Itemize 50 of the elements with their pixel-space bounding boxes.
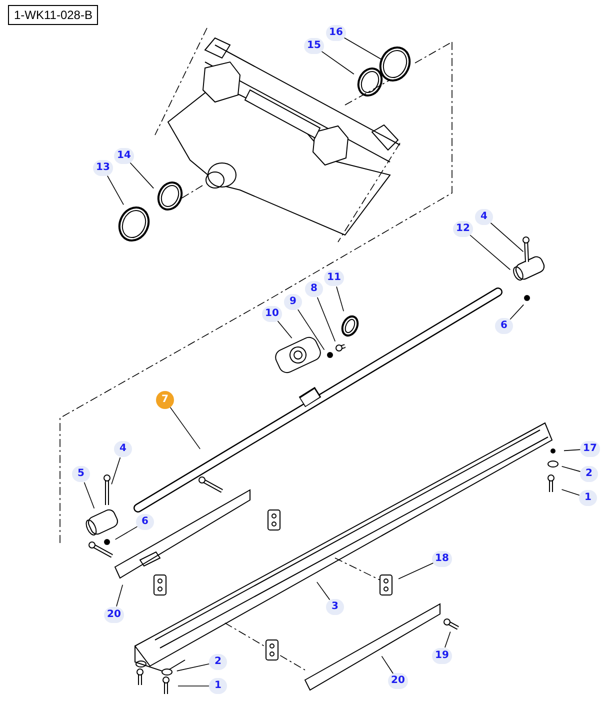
leader-line [170,406,200,450]
leader-line [116,584,124,607]
callout-number: 3 [326,599,344,615]
callout-number: 8 [305,281,323,297]
leader-line [381,656,394,674]
callout-number: 11 [324,270,344,286]
callout-number: 20 [388,673,408,689]
callout-number: 19 [432,648,452,664]
callout-number: 4 [475,209,493,225]
callout-number: 2 [209,654,227,670]
callout-number: 2 [580,466,598,482]
callout-number: 5 [72,466,90,482]
leader-line [176,664,210,672]
callout-number: 15 [304,38,324,54]
callout-number: 20 [104,607,124,623]
callout-number: 14 [114,148,134,164]
callout-number: 13 [93,160,113,176]
leader-line [130,162,154,189]
leader-line [111,457,121,485]
leader-line [298,309,325,350]
callout-number: 4 [114,441,132,457]
leader-line [398,562,434,580]
leader-line [510,304,524,320]
leader-line [561,466,581,472]
leader-line [277,320,292,339]
callout-number: 18 [432,551,452,567]
callout-number: 6 [136,514,154,530]
callout-number: 12 [453,221,473,237]
callout-number: 10 [262,306,282,322]
leader-line [114,526,138,540]
leader-line [343,37,382,60]
leader-line [336,286,344,312]
leader-line [469,234,511,270]
callout-number: 1 [579,490,597,506]
leader-line [564,449,582,452]
callout-number: 7 [156,391,174,409]
leader-line [320,50,354,75]
callout-number: 17 [580,441,600,457]
leader-line [561,489,580,496]
leader-line [316,296,336,342]
leader-line [107,175,124,206]
callout-number: 6 [495,318,513,334]
callout-number: 1 [209,678,227,694]
leader-line [84,482,95,509]
callout-number: 9 [284,294,302,310]
leader-line [444,631,451,648]
leader-line [316,582,330,600]
drawing-number: 1-WK11-028-B [8,5,98,25]
callout-number: 16 [326,25,346,41]
leader-line [490,222,524,252]
